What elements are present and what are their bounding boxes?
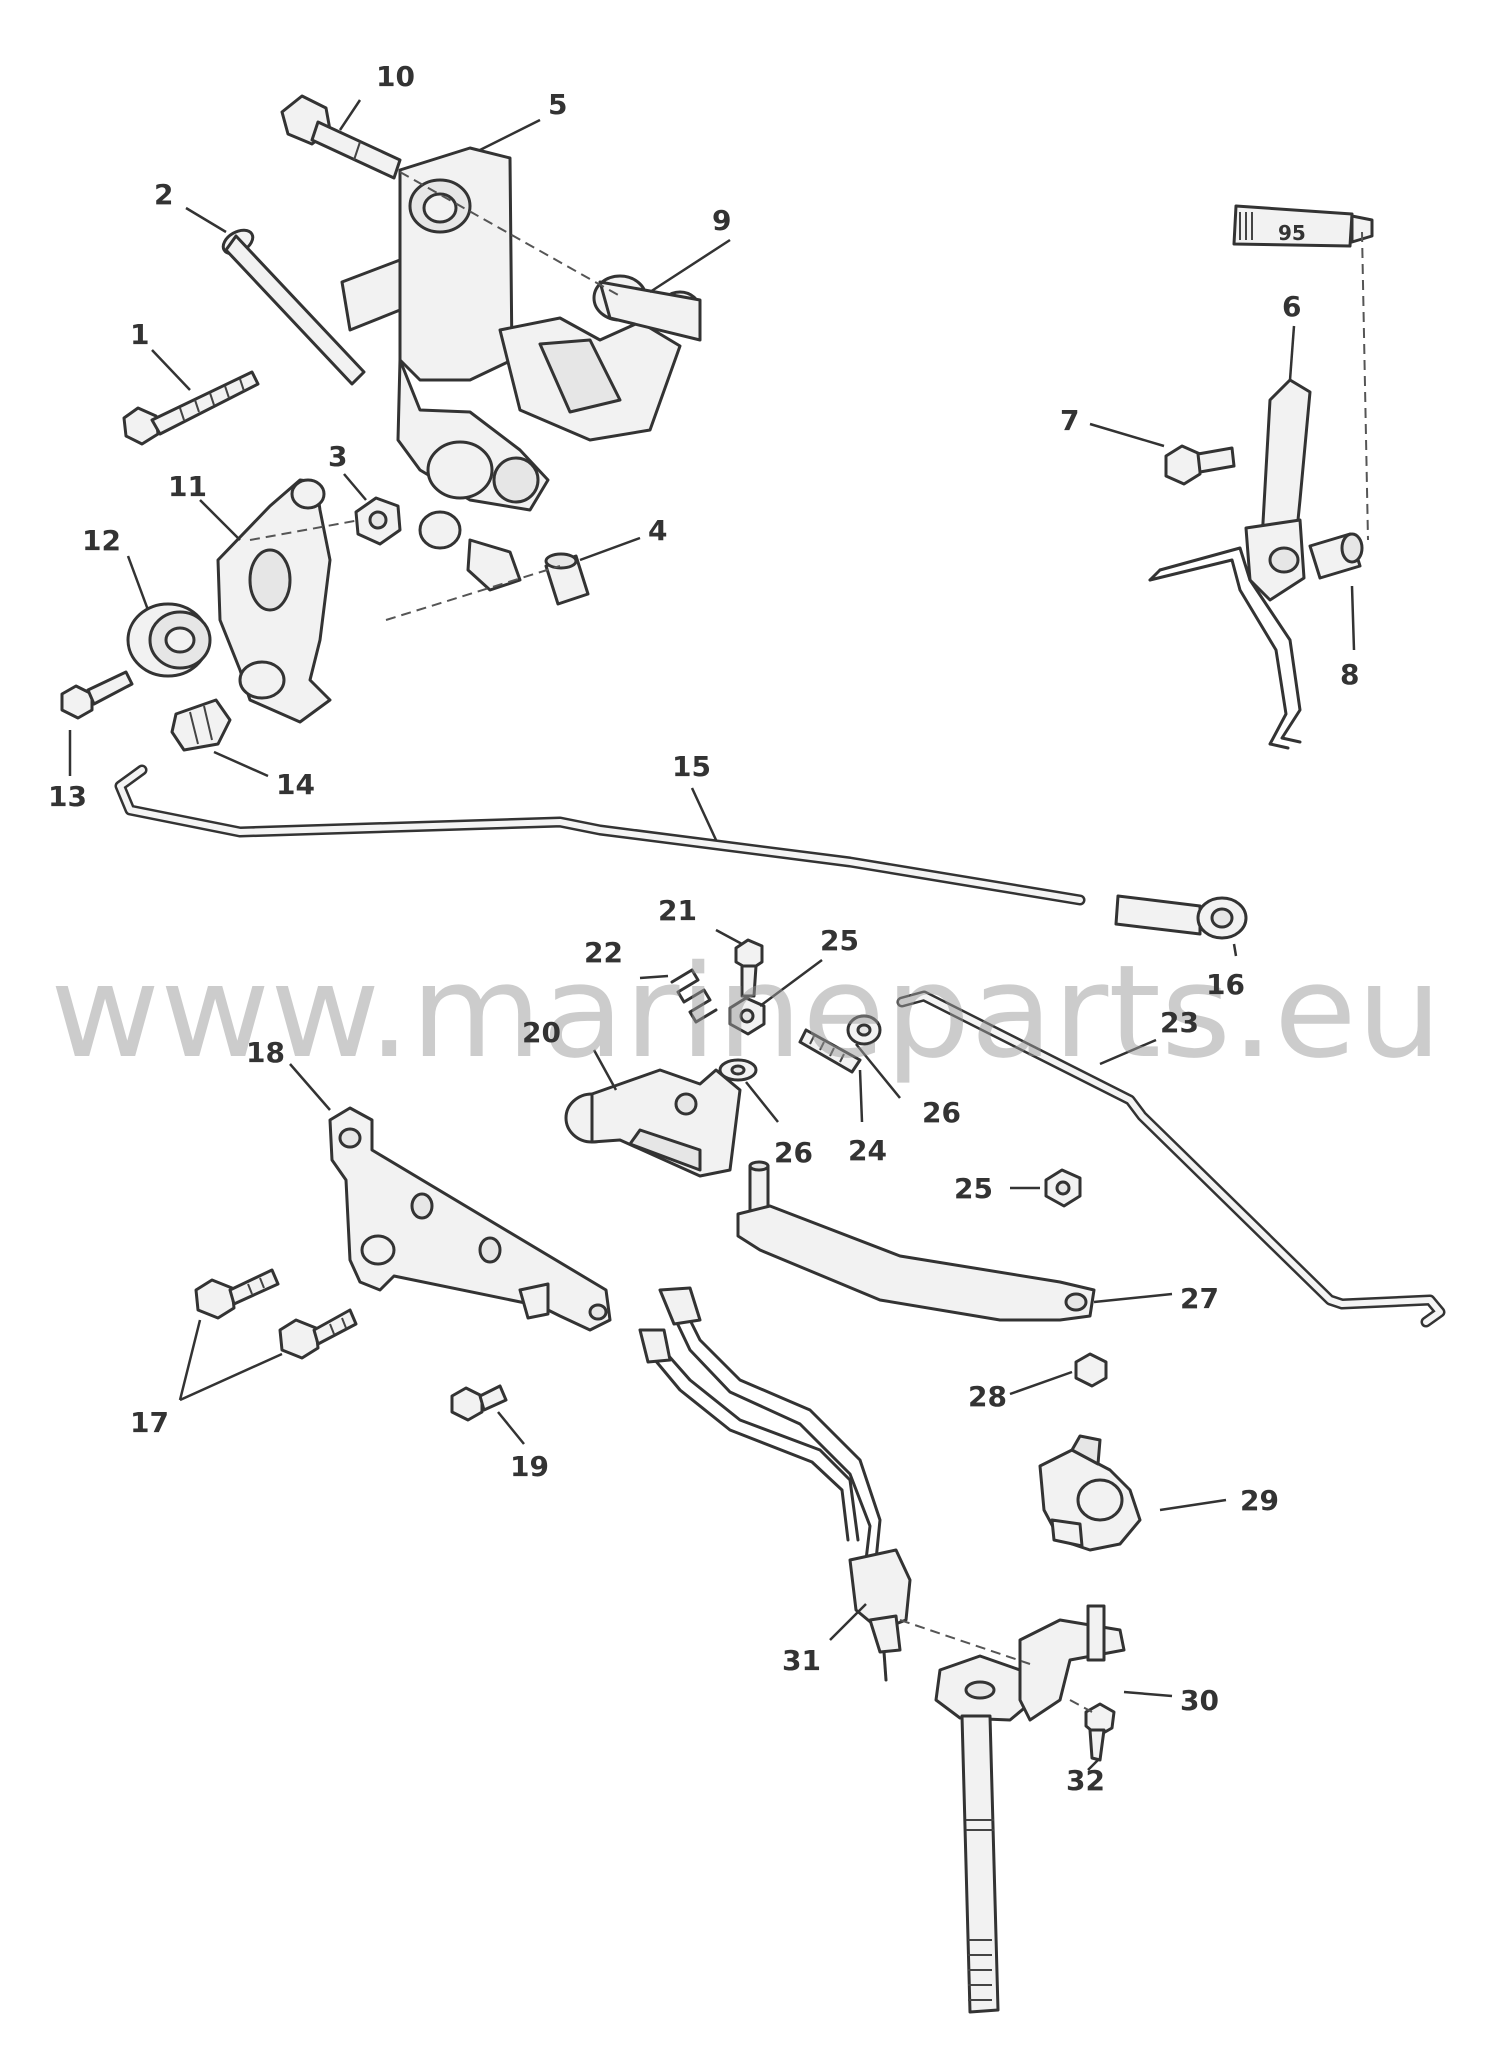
part-17-bolt-lower — [278, 1308, 358, 1360]
callout-13: 13 — [48, 780, 87, 813]
callout-6: 6 — [1282, 290, 1301, 323]
part-25-nut-lower — [1044, 1168, 1082, 1208]
part-18-plate — [328, 1106, 612, 1332]
part-24-stud — [798, 1028, 862, 1074]
part-12-pulley — [126, 602, 212, 678]
callout-26b: 26 — [774, 1136, 813, 1169]
callout-27: 27 — [1180, 1282, 1219, 1315]
part-17-bolt-upper — [194, 1268, 280, 1320]
sealant-tube-label: 95 — [1278, 221, 1306, 245]
callout-15: 15 — [672, 750, 711, 783]
part-16-rod-end — [1114, 894, 1248, 940]
callout-12: 12 — [82, 524, 121, 557]
callout-14: 14 — [276, 768, 315, 801]
callout-25b: 25 — [954, 1172, 993, 1205]
callout-17: 17 — [130, 1406, 169, 1439]
callout-19: 19 — [510, 1450, 549, 1483]
callout-31: 31 — [782, 1644, 821, 1677]
part-8-sleeve — [1308, 532, 1364, 580]
part-13-bolt — [60, 670, 134, 720]
watermark: www.marineparts.eu — [50, 938, 1442, 1087]
part-2-pin — [221, 228, 366, 386]
callout-32: 32 — [1066, 1764, 1105, 1797]
callout-24: 24 — [848, 1134, 887, 1167]
part-9-yoke — [498, 274, 702, 442]
part-20-housing — [564, 1068, 742, 1178]
part-28-screw — [1074, 1352, 1108, 1388]
callout-1: 1 — [130, 318, 149, 351]
callout-28: 28 — [968, 1380, 1007, 1413]
part-21-screw — [734, 938, 764, 998]
part-22-spring — [670, 968, 718, 1024]
callout-25a: 25 — [820, 924, 859, 957]
part-29-sensor — [1038, 1434, 1142, 1552]
callout-18: 18 — [246, 1036, 285, 1069]
part-30-shaft — [934, 1604, 1126, 2014]
callout-20: 20 — [522, 1016, 561, 1049]
part-26-washer-left — [718, 1058, 758, 1082]
leader-lines — [68, 99, 1356, 1771]
callout-11: 11 — [168, 470, 207, 503]
callout-30: 30 — [1180, 1684, 1219, 1717]
callout-2: 2 — [154, 178, 173, 211]
sealant-tube: 95 — [1232, 204, 1374, 248]
part-6-bracket — [1148, 378, 1312, 750]
part-26-washer-right — [846, 1014, 882, 1046]
part-23-rod — [896, 990, 1446, 1328]
alignment-lines — [249, 171, 1369, 1713]
callout-7: 7 — [1060, 404, 1079, 437]
callout-26a: 26 — [922, 1096, 961, 1129]
callout-21: 21 — [658, 894, 697, 927]
part-1-screw — [122, 370, 260, 446]
part-10-bolt — [280, 94, 402, 180]
part-7-bolt — [1164, 444, 1236, 486]
part-31-switch — [638, 1286, 912, 1682]
part-4-sleeve — [544, 552, 590, 606]
callout-23: 23 — [1160, 1006, 1199, 1039]
part-25-nut-upper — [728, 996, 766, 1036]
part-11-lever — [216, 478, 332, 724]
callout-3: 3 — [328, 440, 347, 473]
callout-9: 9 — [712, 204, 731, 237]
callout-29: 29 — [1240, 1484, 1279, 1517]
part-5-bracket — [340, 146, 550, 592]
callout-22: 22 — [584, 936, 623, 969]
callout-10: 10 — [376, 60, 415, 93]
part-15-rod — [114, 764, 1086, 906]
part-3-nut — [354, 496, 402, 546]
part-27-arm — [736, 1160, 1096, 1322]
callout-16: 16 — [1206, 968, 1245, 1001]
part-19-screw — [450, 1384, 508, 1422]
callout-labels: 1 2 3 4 5 6 7 8 9 10 11 12 13 14 15 16 1… — [48, 60, 1359, 1797]
callout-8: 8 — [1340, 658, 1359, 691]
part-32-screw — [1084, 1702, 1116, 1762]
callout-4: 4 — [648, 514, 667, 547]
part-14-clip — [170, 698, 232, 752]
callout-5: 5 — [548, 88, 567, 121]
